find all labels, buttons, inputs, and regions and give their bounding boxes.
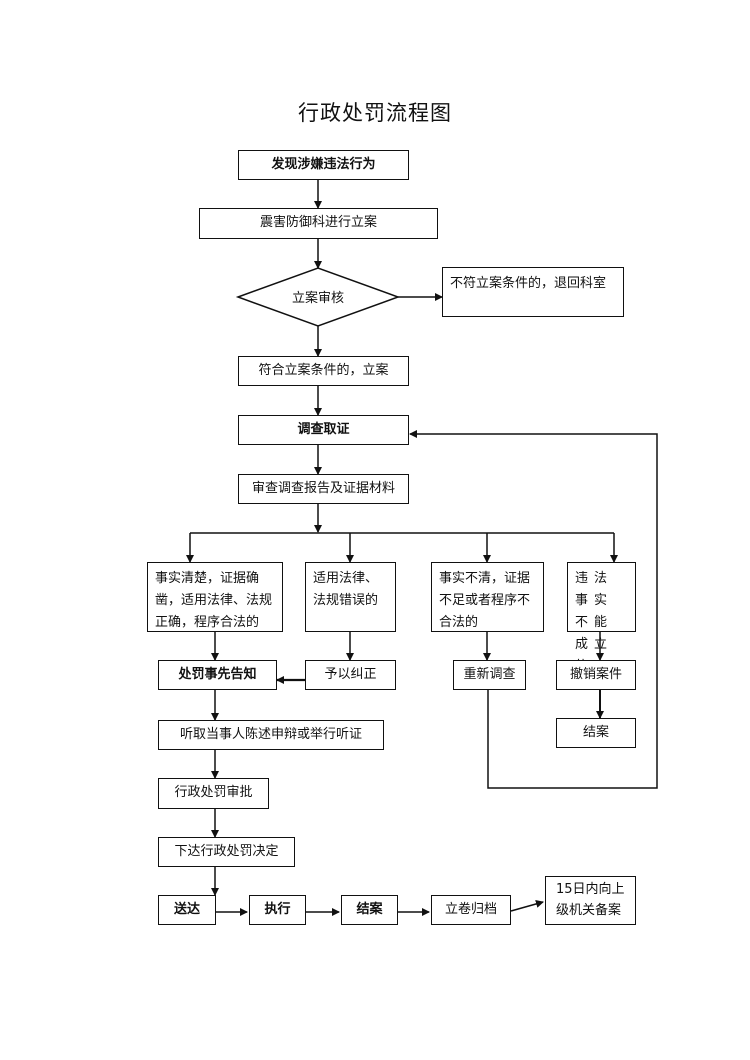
node-prior-notice: 处罚事先告知	[158, 660, 277, 690]
node-label: 15日内向上级机关备案	[556, 882, 625, 918]
flowchart-title: 行政处罚流程图	[298, 101, 452, 125]
node-label: 不符立案条件的，退回科室	[450, 276, 607, 291]
node-label: 立卷归档	[444, 901, 497, 917]
node-label: 事实清楚，证据确凿，适用法律、法规正确，程序合法的	[155, 571, 273, 630]
node-label: 发现涉嫌违法行为	[271, 156, 376, 172]
node-label: 适用法律、法规错误的	[313, 571, 379, 608]
node-label: 处罚事先告知	[178, 666, 257, 682]
node-label: 送达	[173, 901, 200, 917]
node-close: 结案	[341, 895, 398, 925]
node-accept: 符合立案条件的，立案	[238, 356, 409, 386]
node-label: 重新调查	[463, 666, 516, 682]
node-label: 执行	[264, 901, 291, 917]
node-revoke: 撤销案件	[556, 660, 636, 690]
node-decision: 下达行政处罚决定	[158, 837, 295, 867]
node-label: 震害防御科进行立案	[259, 215, 377, 231]
node-branch-not-established: 违法事实不能成立的	[567, 562, 636, 674]
node-label: 行政处罚审批	[174, 785, 253, 801]
node-branch-law-error: 适用法律、法规错误的	[305, 562, 396, 632]
node-reject: 不符立案条件的，退回科室	[442, 267, 624, 317]
node-discover: 发现涉嫌违法行为	[238, 150, 409, 180]
node-hearing: 听取当事人陈述申辩或举行听证	[158, 720, 384, 750]
node-approval: 行政处罚审批	[158, 778, 269, 809]
node-label: 结案	[582, 724, 609, 740]
node-label: 审查调查报告及证据材料	[251, 480, 395, 496]
node-label: 结案	[356, 901, 383, 917]
node-label: 下达行政处罚决定	[174, 843, 279, 859]
node-label: 予以纠正	[324, 666, 377, 682]
loop-reinvestigate-to-investigate	[409, 430, 658, 789]
node-label: 事实不清，证据不足或者程序不合法的	[439, 571, 531, 630]
node-branch-clear: 事实清楚，证据确凿，适用法律、法规正确，程序合法的	[147, 562, 283, 632]
node-review-label: 立案审核	[291, 291, 344, 306]
node-label: 听取当事人陈述申辩或举行听证	[179, 726, 362, 742]
node-branch-unclear: 事实不清，证据不足或者程序不合法的	[431, 562, 544, 632]
node-reinvestigate: 重新调查	[453, 660, 526, 690]
node-label: 调查取证	[297, 421, 350, 437]
node-label: 符合立案条件的，立案	[258, 362, 389, 378]
node-archive: 立卷归档	[431, 895, 511, 925]
node-deliver: 送达	[158, 895, 216, 925]
node-execute: 执行	[249, 895, 306, 925]
node-examine: 审查调查报告及证据材料	[238, 474, 409, 504]
arrow-archive-to-record	[510, 900, 544, 912]
node-file-record: 15日内向上级机关备案	[545, 876, 636, 925]
node-close-revoked: 结案	[556, 718, 636, 748]
node-investigate: 调查取证	[238, 415, 409, 445]
node-label: 撤销案件	[569, 666, 622, 682]
node-register: 震害防御科进行立案	[199, 208, 438, 239]
node-correct: 予以纠正	[305, 660, 396, 690]
